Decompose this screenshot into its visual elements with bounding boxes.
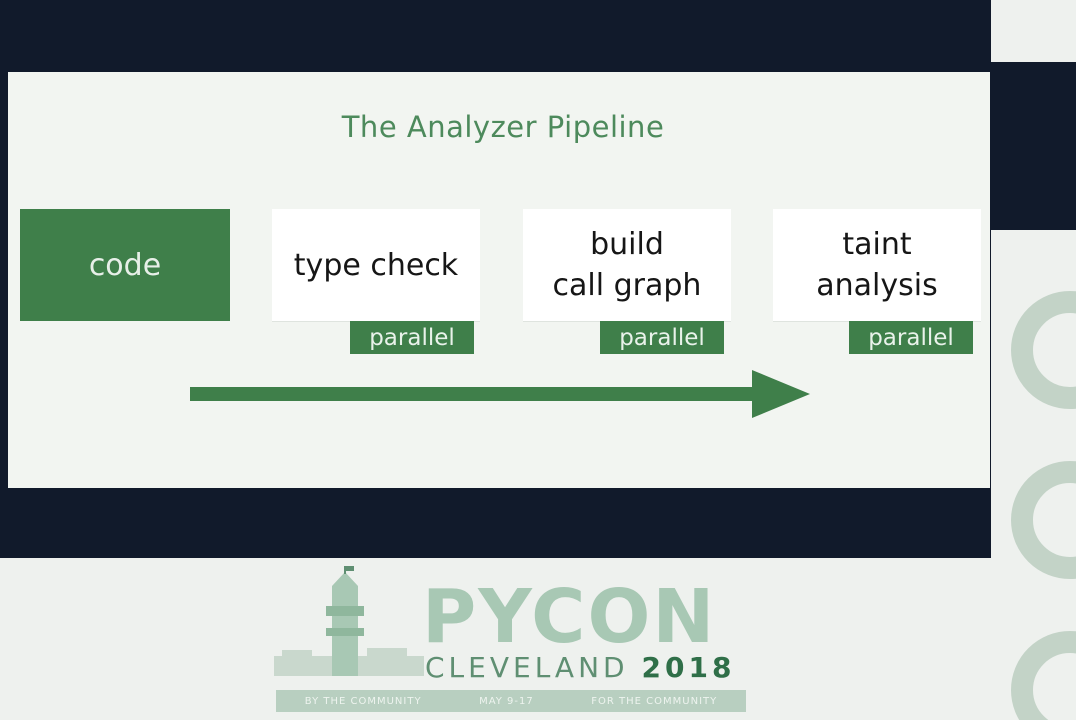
parallel-badge: parallel: [350, 321, 474, 354]
stage-build-call-graph: build call graph: [523, 209, 731, 321]
parallel-badge: parallel: [600, 321, 724, 354]
stage-type-check: type check: [272, 209, 480, 321]
side-decoration: [1011, 291, 1076, 720]
pycon-tower-logo: [274, 566, 424, 676]
event-year: 2018: [641, 651, 736, 684]
pycon-wordmark: PYCON: [422, 574, 717, 660]
slide-title: The Analyzer Pipeline: [341, 110, 665, 144]
side-dark-block: [991, 62, 1076, 230]
ribbon-text: FOR THE COMMUNITY: [591, 695, 718, 707]
tagline-ribbon: BY THE COMMUNITY MAY 9-17 FOR THE COMMUN…: [276, 690, 746, 712]
ribbon-text: BY THE COMMUNITY: [304, 695, 422, 707]
city-name: CLEVELAND: [425, 651, 629, 684]
ribbon-text: MAY 9-17: [479, 695, 534, 707]
stage-taint-analysis: taint analysis: [773, 209, 981, 321]
event-location: CLEVELAND 2018: [425, 654, 735, 682]
stage-code: code: [20, 209, 230, 321]
parallel-badge: parallel: [849, 321, 973, 354]
slide: The Analyzer Pipeline code type check pa…: [8, 72, 990, 488]
pipeline-arrow: [190, 370, 810, 418]
